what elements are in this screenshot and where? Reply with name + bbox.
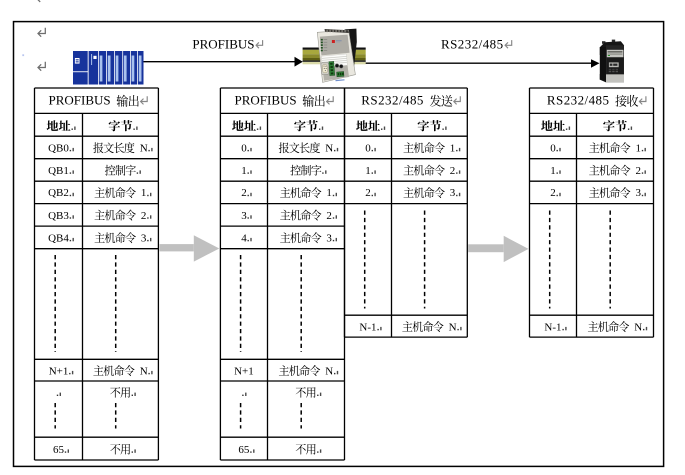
svg-text:N: N (325, 365, 333, 377)
svg-text:PROFIBUS: PROFIBUS (49, 93, 111, 108)
svg-text:1: 1 (326, 187, 332, 199)
svg-text:QB0: QB0 (48, 142, 69, 154)
svg-text:0: 0 (241, 142, 247, 154)
svg-text:RS232/485: RS232/485 (441, 36, 504, 51)
svg-text:3: 3 (241, 210, 247, 222)
svg-text:N-1: N-1 (359, 321, 376, 333)
svg-text:N: N (140, 365, 148, 377)
svg-text:0: 0 (550, 142, 556, 154)
svg-text:2: 2 (450, 165, 456, 177)
svg-text:1: 1 (450, 142, 456, 154)
svg-text:N: N (325, 142, 333, 154)
svg-text:2: 2 (326, 210, 332, 222)
svg-text:3: 3 (326, 232, 332, 244)
svg-text:4: 4 (241, 232, 247, 244)
svg-text:N+1: N+1 (234, 365, 254, 377)
svg-text:N: N (449, 321, 457, 333)
svg-text:3: 3 (450, 187, 456, 199)
svg-text:2: 2 (636, 165, 642, 177)
svg-text:1: 1 (141, 187, 147, 199)
svg-text:1: 1 (241, 165, 247, 177)
svg-text:N+1: N+1 (49, 365, 69, 377)
svg-text:PROFIBUS: PROFIBUS (192, 36, 254, 51)
svg-text:N: N (634, 321, 642, 333)
svg-text:N: N (140, 142, 148, 154)
svg-text:2: 2 (241, 187, 247, 199)
svg-text:PROFIBUS: PROFIBUS (235, 93, 297, 108)
svg-text:1: 1 (550, 165, 556, 177)
svg-text:QB2: QB2 (48, 187, 69, 199)
svg-text:2: 2 (141, 210, 147, 222)
svg-text:RS232/485: RS232/485 (547, 93, 610, 108)
svg-text:1: 1 (636, 142, 642, 154)
svg-text:1: 1 (365, 165, 371, 177)
svg-text:QB1: QB1 (48, 165, 69, 177)
svg-text:QB4: QB4 (48, 232, 69, 244)
svg-text:RS232/485: RS232/485 (361, 93, 424, 108)
svg-text:3: 3 (141, 232, 147, 244)
svg-text:0: 0 (365, 142, 371, 154)
svg-text:2: 2 (550, 187, 556, 199)
svg-text:65: 65 (53, 444, 65, 456)
svg-text:65: 65 (238, 444, 250, 456)
svg-text:N-1: N-1 (544, 321, 561, 333)
svg-text:QB3: QB3 (48, 210, 69, 222)
svg-text:3: 3 (636, 187, 642, 199)
svg-text:2: 2 (365, 187, 371, 199)
